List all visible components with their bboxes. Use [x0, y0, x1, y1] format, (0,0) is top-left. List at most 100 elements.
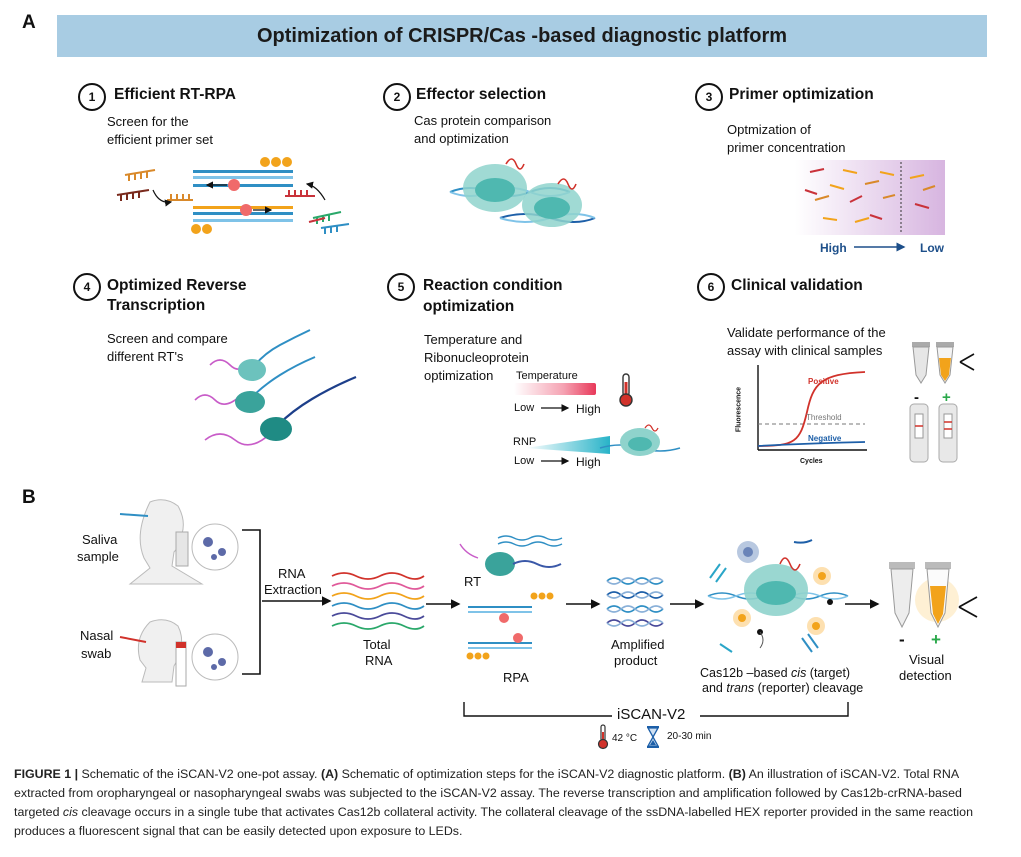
step-4-desc-2: different RT's	[107, 349, 184, 364]
nasal-label-1: Nasal	[80, 628, 114, 643]
banner-title: Optimization of CRISPR/Cas -based diagno…	[256, 24, 788, 47]
step-3-number: 3	[695, 83, 723, 111]
step-1-desc-1: Screen for the	[107, 114, 189, 129]
step-2-title: Effector selection	[416, 86, 547, 103]
temperature-value: 42 °C	[612, 733, 638, 744]
primer-arrow	[854, 242, 906, 252]
step-5-desc-3: optimization	[424, 368, 494, 383]
caption-figure-label: FIGURE 1 |	[14, 767, 79, 781]
step-6-title: Clinical validation	[731, 277, 863, 294]
panel-b-letter: B	[22, 487, 36, 508]
nasal-label-2: swab	[81, 646, 112, 661]
cas-label-c: (target)	[806, 666, 851, 680]
step-4-title-1: Optimized Reverse	[107, 277, 247, 294]
step-6-desc-1: Validate performance of the	[727, 325, 886, 340]
thermometer-icon	[619, 373, 633, 407]
thermometer-icon-small	[597, 724, 609, 750]
iscan-label: iSCAN-V2	[617, 706, 686, 723]
step-3-title: Primer optimization	[729, 86, 874, 103]
amplified-label-1: Amplified	[611, 637, 665, 652]
arrow-to-amplified	[566, 599, 601, 609]
caption-b-ref: (B)	[728, 767, 746, 781]
amplified-label-2: product	[614, 653, 658, 668]
detection-minus-label: -	[899, 630, 905, 649]
temp-high-label: High	[576, 402, 601, 416]
step-4-title-2: Transcription	[107, 297, 206, 314]
arrow-to-cas	[670, 599, 705, 609]
saliva-label-1: Saliva	[82, 532, 118, 547]
time-value: 20-30 min	[667, 731, 712, 742]
total-rna-illustration	[331, 572, 425, 630]
temp-arrow	[541, 404, 570, 412]
reverse-transcriptase-illustration	[194, 329, 357, 446]
arrow-to-rt	[426, 599, 461, 609]
temp-low-label: Low	[514, 402, 535, 414]
rnp-gradient-wedge	[525, 424, 681, 456]
hourglass-icon	[646, 726, 660, 748]
caption-text-3: An illustration of iSCAN-V2. Total RNA e…	[14, 767, 962, 819]
visual-detection-label-2: detection	[899, 668, 952, 683]
step-1-title: Efficient RT-RPA	[114, 86, 236, 103]
cas-label-line-1: Cas12b –based cis (target)	[700, 666, 850, 680]
rnp-low-label: Low	[514, 455, 535, 467]
step-1-number: 1	[78, 83, 106, 111]
cas-label-d: and	[702, 681, 727, 695]
tubes-and-strips	[909, 342, 975, 463]
step-6-desc-2: assay with clinical samples	[727, 343, 883, 358]
sample-collection-illustration	[119, 499, 239, 687]
arrow-to-detection	[845, 599, 880, 609]
step-5-title-1: Reaction condition	[423, 277, 563, 294]
cas12b-cleavage-illustration	[707, 539, 849, 653]
cas-label-f: (reporter) cleavage	[754, 681, 864, 695]
total-rna-label-2: RNA	[365, 653, 393, 668]
positive-label: Positive	[808, 377, 839, 386]
step-2-desc-1: Cas protein comparison	[414, 113, 552, 128]
step-4-desc-1: Screen and compare	[107, 331, 228, 346]
cas-label-cis: cis	[791, 666, 807, 680]
rna-extraction-label-2: Extraction	[264, 582, 322, 597]
caption-a-ref: (A)	[320, 767, 339, 781]
rnp-arrow	[541, 457, 570, 465]
saliva-label-2: sample	[77, 549, 119, 564]
detection-plus-label: +	[931, 630, 941, 649]
caption-text-4: cleavage occurs in a single tube that ac…	[14, 805, 973, 838]
primer-concentration-illustration	[795, 160, 945, 235]
strip-plus-label: +	[942, 389, 951, 406]
step-2-desc-2: and optimization	[414, 131, 509, 146]
primer-high-label: High	[820, 241, 847, 255]
detection-tubes-illustration	[889, 562, 978, 629]
primer-low-label: Low	[920, 241, 944, 255]
rt-label: RT	[464, 574, 482, 589]
panel-a-banner: Optimization of CRISPR/Cas -based diagno…	[57, 15, 987, 57]
step-3-desc-2: primer concentration	[727, 140, 846, 155]
rt-rpa-illustration	[116, 157, 350, 234]
rt-rpa-process-illustration	[459, 535, 563, 660]
step-1-desc-2: efficient primer set	[107, 132, 213, 147]
cas-label-a: Cas12b –based	[700, 666, 792, 680]
graph-ylabel: Fluorescence	[735, 386, 743, 433]
step-6-number: 6	[697, 273, 725, 301]
negative-label: Negative	[808, 434, 842, 443]
panel-a-letter: A	[22, 12, 36, 33]
rpa-label: RPA	[503, 670, 529, 685]
cas-protein-illustration	[449, 158, 596, 227]
cas-label-line-2: and trans (reporter) cleavage	[702, 681, 863, 695]
step-4-number: 4	[73, 273, 101, 301]
rnp-high-label: High	[576, 455, 601, 469]
temperature-gradient-bar	[514, 383, 596, 395]
sample-bracket	[242, 529, 261, 675]
step-5-desc-2: Ribonucleoprotein	[424, 350, 529, 365]
step-5-desc-1: Temperature and	[424, 332, 523, 347]
caption-text-2: Schematic of optimization steps for the …	[338, 767, 729, 781]
step-2-number: 2	[383, 83, 411, 111]
rnp-label: RNP	[513, 436, 537, 448]
step-5-title-2: optimization	[423, 298, 515, 315]
cas-label-trans: trans	[726, 681, 755, 695]
iscan-bracket	[463, 702, 849, 717]
caption-text-1: Schematic of the iSCAN-V2 one-pot assay.	[78, 767, 321, 781]
fluorescence-graph	[757, 365, 867, 451]
graph-xlabel: Cycles	[800, 458, 823, 465]
step-5-number: 5	[387, 273, 415, 301]
amplified-product-illustration	[606, 577, 664, 627]
figure-caption: FIGURE 1 | Schematic of the iSCAN-V2 one…	[14, 765, 1010, 841]
